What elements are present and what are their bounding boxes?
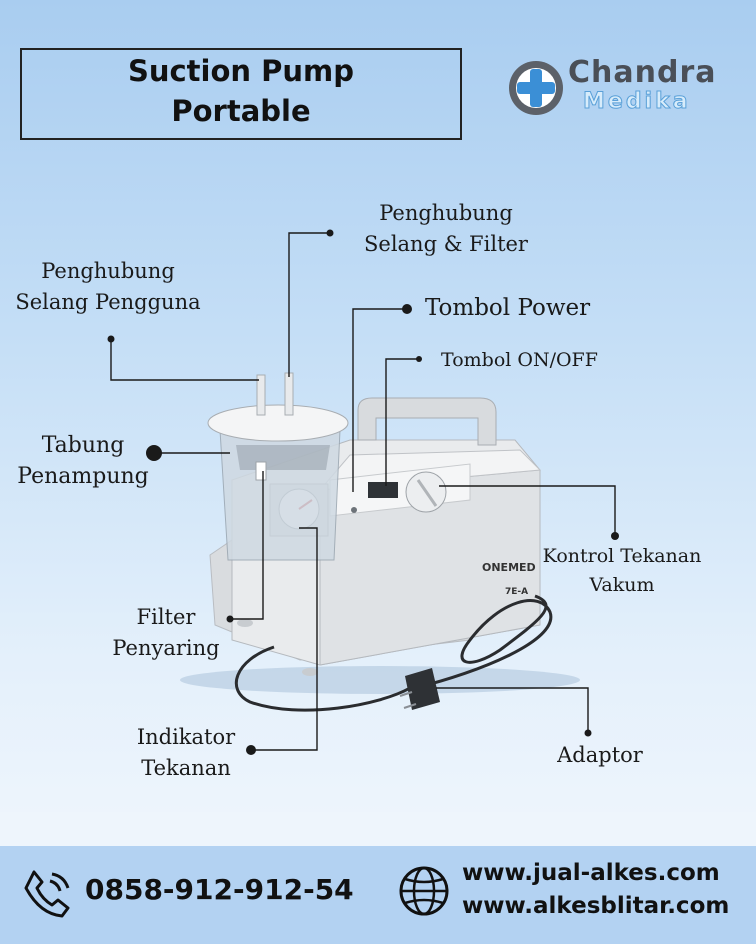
label-line: Kontrol Tekanan: [542, 545, 702, 567]
label-line: Penghubung: [379, 201, 513, 225]
filter-hose-port: [284, 372, 294, 416]
label-line: Selang Pengguna: [15, 290, 201, 314]
label-line: Penyaring: [112, 636, 220, 660]
website-link-2[interactable]: www.alkesblitar.com: [462, 893, 730, 919]
title-line-2: Portable: [171, 94, 311, 128]
label-line: Penampung: [17, 464, 149, 489]
label-tombol-onoff: Tombol ON/OFF: [441, 349, 598, 371]
power-cord: [234, 645, 411, 712]
footer-spacer: [0, 812, 756, 830]
label-line: Filter: [136, 605, 196, 629]
label-line: Selang & Filter: [364, 232, 528, 256]
website-link-1[interactable]: www.jual-alkes.com: [462, 860, 720, 886]
device-shadow: [180, 666, 580, 694]
label-adaptor: Adaptor: [557, 743, 643, 767]
power-plug: [405, 668, 440, 710]
phone-number[interactable]: 0858-912-912-54: [85, 873, 354, 906]
phone-icon: [24, 870, 70, 918]
carry-handle: [357, 397, 497, 446]
brand-name-2: Medika: [583, 89, 691, 115]
label-line: Vakum: [589, 574, 655, 596]
power-switch: [368, 482, 398, 498]
label-tabung-penampung: Tabung Penampung: [10, 430, 156, 492]
label-line: Tabung: [41, 433, 125, 458]
globe-icon: [399, 866, 449, 916]
label-line: Indikator: [136, 725, 236, 749]
callout-dots: [107, 229, 619, 755]
title-line-1: Suction Pump: [127, 54, 355, 88]
title-box: Suction Pump Portable: [20, 48, 462, 140]
label-indikator-tekanan: Indikator Tekanan: [124, 722, 248, 784]
label-filter-penyaring: Filter Penyaring: [104, 602, 228, 664]
label-penghubung-selang-filter: Penghubung Selang & Filter: [358, 198, 534, 260]
device-brand-text: ONEMED: [482, 561, 536, 574]
callout-lines: [110, 232, 616, 751]
medical-cross-icon: [509, 61, 563, 115]
contact-footer: [0, 846, 756, 944]
label-line: Penghubung: [41, 259, 175, 283]
label-kontrol-tekanan-vakum: Kontrol Tekanan Vakum: [532, 542, 712, 600]
label-line: Tekanan: [141, 756, 231, 780]
jar-lid: [207, 404, 349, 442]
user-hose-port: [256, 374, 266, 416]
filter-element: [255, 461, 267, 481]
brand-name-1: Chandra: [568, 55, 717, 90]
label-penghubung-selang-pengguna: Penghubung Selang Pengguna: [6, 256, 210, 318]
device-model-text: 7E-A: [505, 587, 528, 597]
label-tombol-power: Tombol Power: [425, 295, 591, 321]
brand-logo: Chandra Medika: [508, 55, 738, 125]
